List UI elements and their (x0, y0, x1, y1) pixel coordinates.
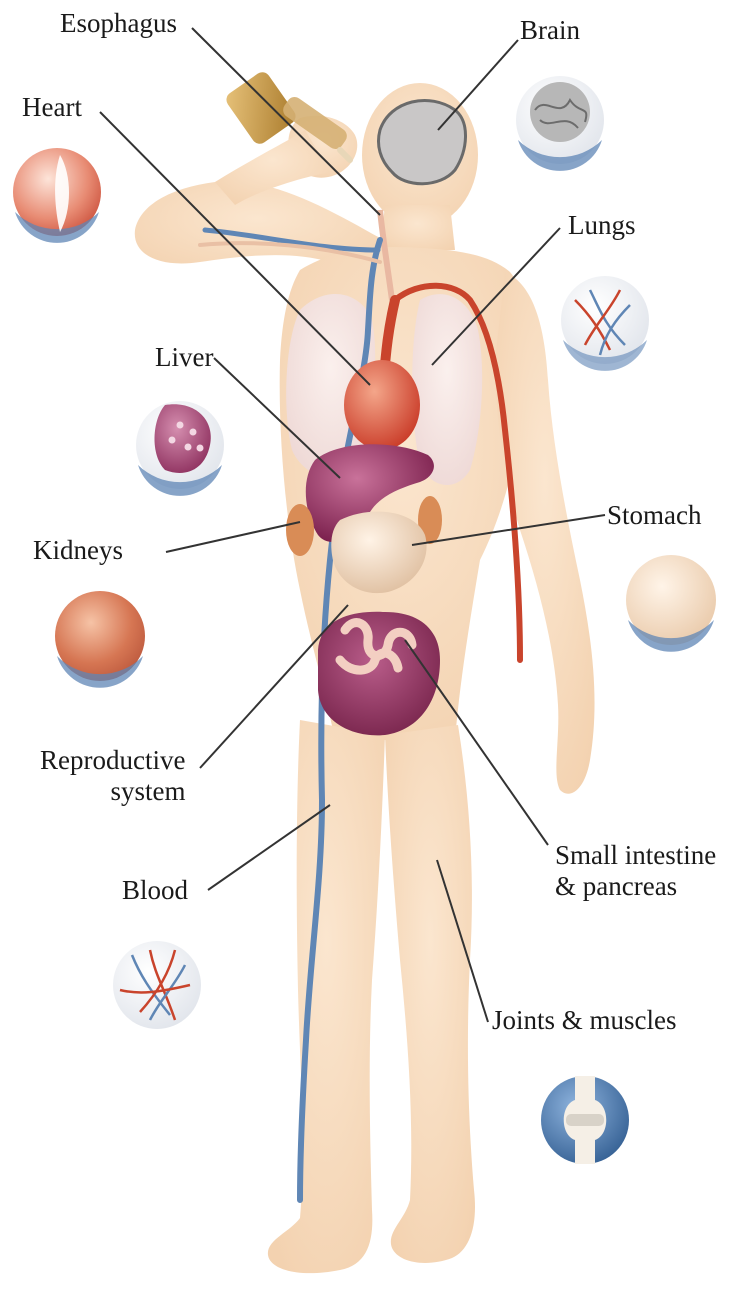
label-joints-muscles: Joints & muscles (492, 1005, 677, 1036)
label-esophagus: Esophagus (60, 8, 177, 39)
label-small-intestine-line1: Small intestine (555, 840, 716, 871)
heart-organ (344, 360, 420, 450)
kidneys-sphere-icon (55, 591, 145, 688)
label-brain: Brain (520, 15, 580, 46)
label-small-intestine-line2: & pancreas (555, 871, 716, 902)
stomach-sphere-icon (626, 555, 716, 652)
joints-sphere-icon (541, 1076, 629, 1164)
label-reproductive-line2: system (40, 776, 185, 807)
label-blood: Blood (122, 875, 188, 906)
label-stomach: Stomach (607, 500, 702, 531)
lungs-sphere-icon (561, 276, 649, 371)
heart-sphere-icon (13, 148, 101, 243)
label-lungs: Lungs (568, 210, 636, 241)
liver-sphere-icon (136, 401, 224, 496)
blood-sphere-icon (113, 941, 201, 1029)
label-kidneys: Kidneys (33, 535, 123, 566)
label-heart: Heart (22, 92, 82, 123)
label-liver: Liver (155, 342, 213, 373)
brain-sphere-icon (516, 76, 604, 171)
label-reproductive-line1: Reproductive (40, 745, 185, 776)
label-reproductive-system: Reproductive system (40, 745, 185, 807)
label-small-intestine-pancreas: Small intestine & pancreas (555, 840, 716, 902)
